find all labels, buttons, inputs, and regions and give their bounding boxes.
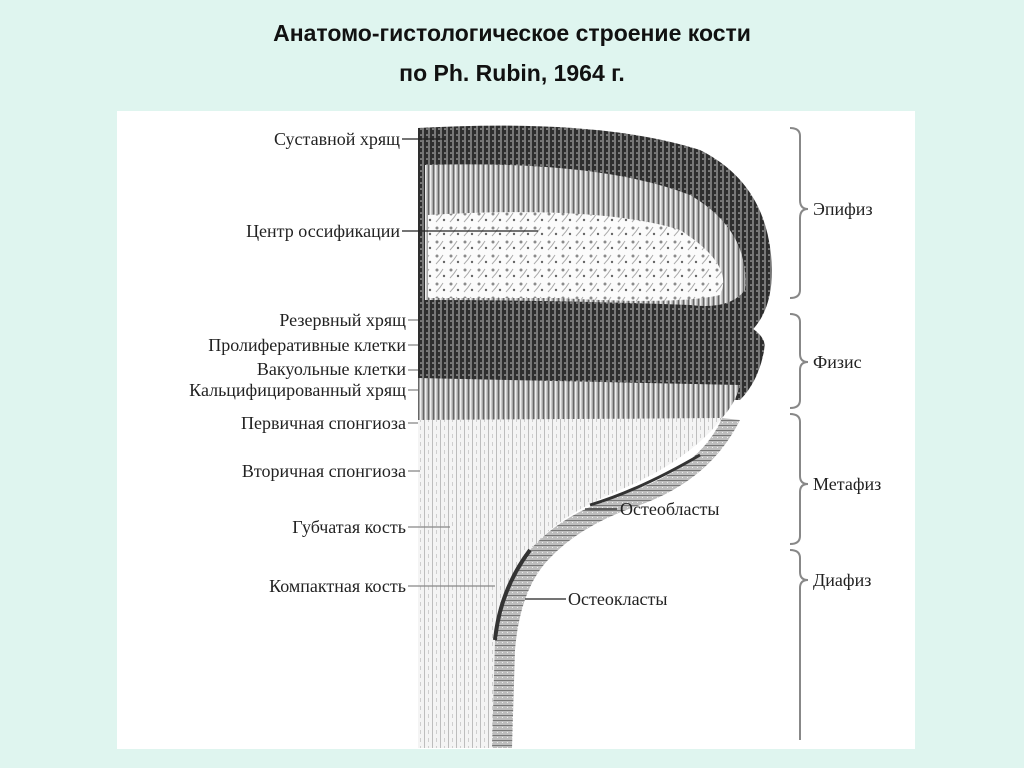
label-primary-spongiosa: Первичная спонгиоза [241, 413, 406, 433]
label-reserve-cartilage: Резервный хрящ [279, 310, 406, 330]
physis-growth-plate [418, 302, 765, 400]
label-proliferative-cells: Пролиферативные клетки [208, 335, 406, 355]
label-compact-bone: Компактная кость [269, 576, 406, 596]
label-osteoblasts: Остеобласты [620, 499, 720, 519]
label-secondary-spongiosa: Вторичная спонгиоза [241, 461, 406, 481]
label-calcified-cartilage: Кальцифицированный хрящ [189, 380, 406, 400]
label-metaphysis: Метафиз [813, 474, 882, 494]
label-ossification-center: Центр оссификации [246, 221, 400, 241]
label-osteoclasts: Остеокласты [568, 589, 668, 609]
slide-title-line2: по Ph. Rubin, 1964 г. [399, 60, 625, 86]
label-articular-cartilage: Суставной хрящ [273, 129, 400, 149]
label-diaphysis: Диафиз [813, 570, 872, 590]
region-braces [789, 127, 809, 740]
slide-title-line1: Анатомо-гистологическое строение кости [273, 20, 751, 46]
label-vacuolar-cells: Вакуольные клетки [256, 359, 406, 379]
calcified-zone [418, 378, 740, 430]
metaphysis-area [418, 418, 722, 748]
compact-bone-cortex [492, 418, 740, 748]
label-physis: Физис [813, 352, 862, 372]
label-epiphysis: Эпифиз [813, 199, 873, 219]
leader-lines [402, 138, 617, 600]
label-cancellous-bone: Губчатая кость [292, 517, 406, 537]
